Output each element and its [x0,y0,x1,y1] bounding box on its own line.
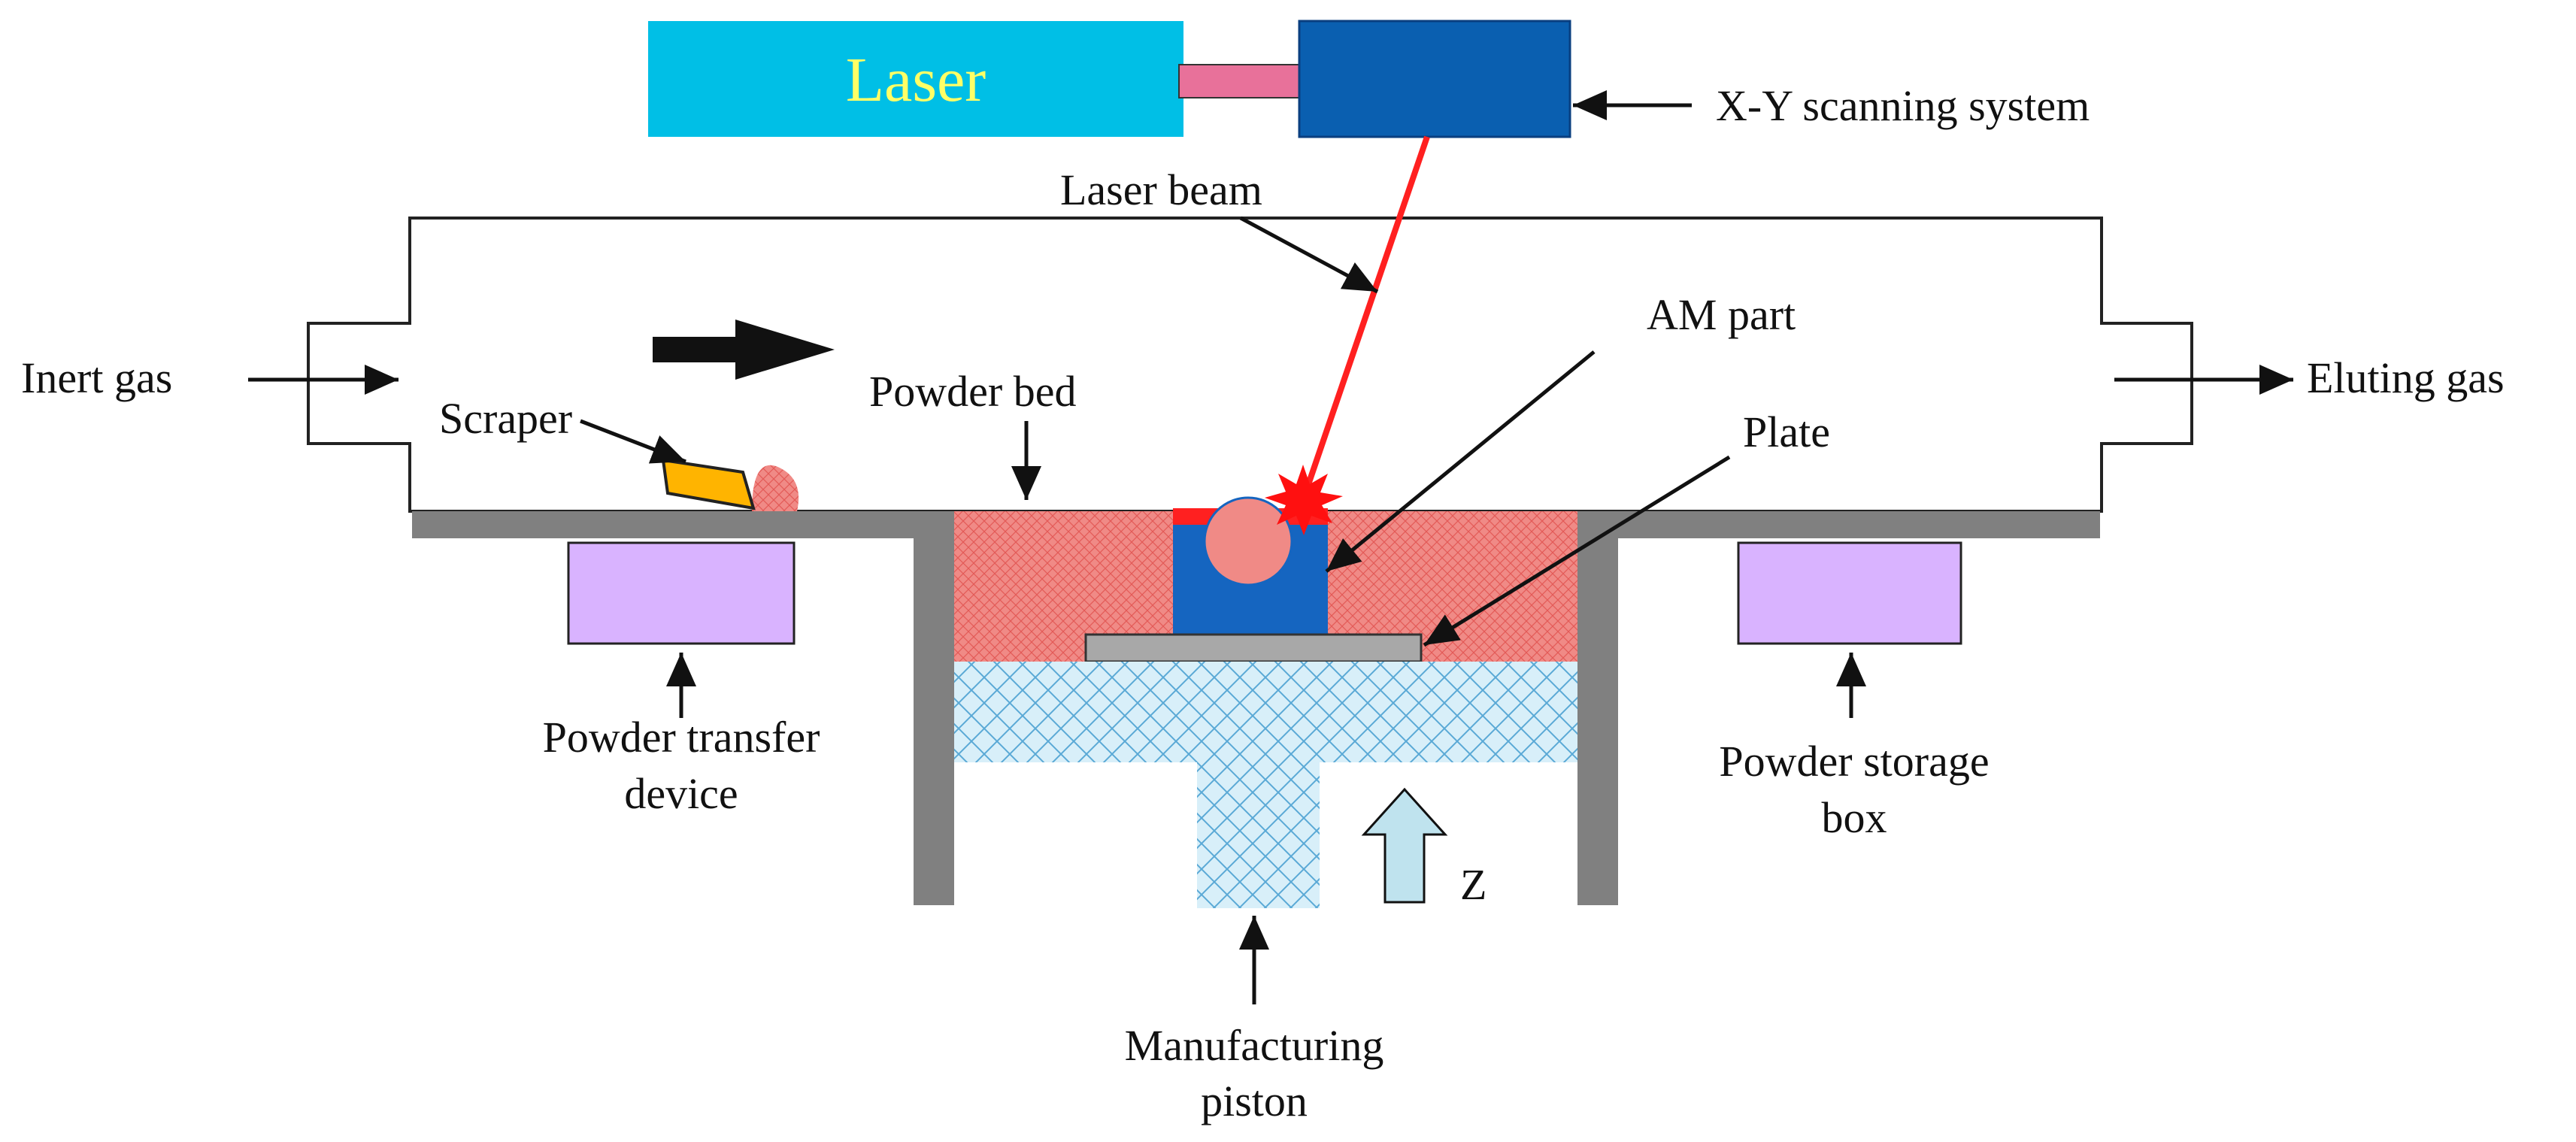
xy-scanner-box [1298,20,1571,138]
scraper-pointer [580,419,686,464]
piston-label-line1: Manufacturing [1125,1021,1384,1070]
spread-powder [752,465,799,511]
manufacturing-piston [954,662,1577,908]
laser-beam-label: Laser beam [1060,165,1262,214]
eluting-gas-label: Eluting gas [2307,353,2505,402]
am-part [1173,496,1328,635]
laser-label: Laser [846,45,986,115]
piston-label-line2: piston [1201,1077,1308,1125]
laser-nozzle [1178,64,1300,98]
powder-storage-box [1737,541,1962,645]
laser-beam-pointer [1239,216,1379,294]
right-arrow-icon [653,320,835,380]
powder-transfer-device [567,541,796,645]
inert-gas-label: Inert gas [21,353,172,402]
wall-right [1577,511,1618,905]
powder-storage-label-line2: box [1822,793,1887,842]
z-label: Z [1460,860,1487,909]
laser-beam-line [1299,135,1430,504]
scraper-label: Scraper [439,394,572,443]
build-chamber [307,217,2193,513]
laser-box [648,21,1183,137]
scraper [661,458,756,510]
powder-transfer-label-line2: device [624,769,738,818]
laser-spot [1265,465,1343,535]
xy-scanning-label: X-Y scanning system [1716,81,2090,130]
floor-left [412,511,916,538]
up-arrow-icon [1361,787,1448,904]
am-part-label: AM part [1647,290,1796,339]
powder-storage-label-line1: Powder storage [1719,737,1989,786]
wall-left [914,511,954,905]
am-part-pointer [1325,350,1596,573]
powder-bed-label: Powder bed [869,367,1076,416]
plate-pointer [1423,455,1731,647]
build-plate [1084,633,1423,663]
floor-right [1577,511,2100,538]
plate-label: Plate [1743,407,1830,456]
powder-transfer-label-line1: Powder transfer [543,713,820,762]
